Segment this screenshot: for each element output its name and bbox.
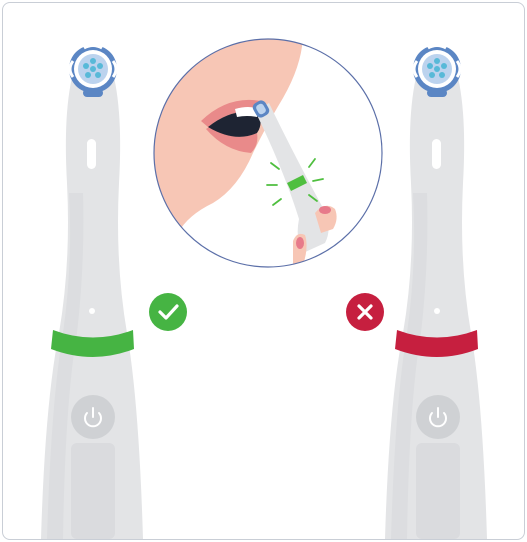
finger-nail-bottom [296,237,304,249]
toothbrush-illustration [3,3,524,539]
finger-nail-top [319,206,331,214]
right-lower-panel [416,443,460,539]
left-slot [87,139,96,169]
check-badge [149,293,187,331]
left-lower-panel [71,443,115,539]
left-toothbrush [41,45,143,539]
right-toothbrush [385,45,487,539]
cross-badge [346,293,384,331]
right-slot [432,139,441,169]
right-led-dot [434,308,440,314]
left-led-dot [89,308,95,314]
zoom-lens [143,33,382,267]
